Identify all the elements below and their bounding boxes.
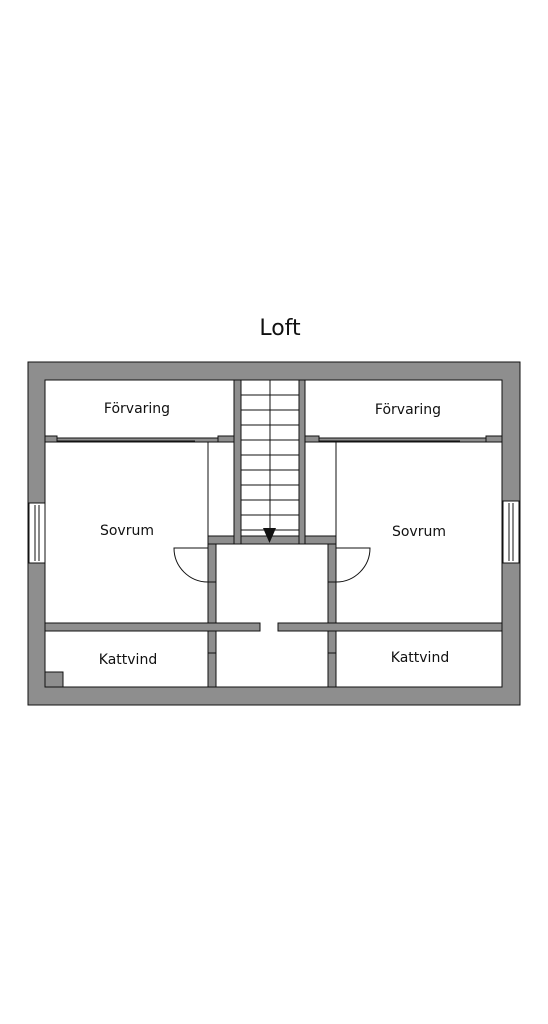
storage-right-floor	[304, 379, 503, 439]
room-label-attic-right: Kattvind	[391, 650, 449, 666]
stair-wall-left	[233, 379, 242, 545]
storage-left-floor	[44, 379, 235, 439]
room-label-attic-left: Kattvind	[99, 652, 157, 668]
storage-wall-right-b	[485, 435, 503, 443]
bedroom-right-floor	[335, 441, 503, 624]
room-label-bedroom-right: Sovrum	[392, 524, 446, 540]
attic-door-jamb-right	[327, 630, 337, 654]
interior-walls	[44, 379, 503, 688]
hall-wall-top-left	[207, 535, 235, 545]
room-label-bedroom-left: Sovrum	[100, 523, 154, 539]
plan-title: Loft	[259, 316, 301, 341]
room-label-storage-left: Förvaring	[104, 401, 170, 417]
attic-left-notch	[44, 671, 64, 688]
room-floors	[44, 379, 503, 688]
hall-floor	[215, 543, 329, 688]
wardrobe-sliding-doors	[57, 437, 486, 442]
attic-door-jamb-left	[207, 630, 217, 654]
window-left	[28, 502, 46, 564]
bedroom-left-floor	[44, 441, 209, 624]
attic-wall-left	[44, 622, 261, 632]
bedroom-doors	[173, 547, 371, 583]
attic-right-floor	[335, 630, 503, 688]
windows	[28, 500, 520, 564]
stairs-down-arrow-icon	[263, 528, 276, 543]
door-swing-right	[335, 547, 371, 583]
attic-wall-right	[277, 622, 503, 632]
storage-wall-right-a	[304, 435, 320, 443]
bedroom-left-nook	[207, 441, 235, 537]
stairs	[241, 380, 299, 543]
storage-wall-left-b	[217, 435, 235, 443]
hall-wall-top-right	[304, 535, 337, 545]
stair-wall-right	[298, 379, 306, 545]
storage-wall-left-a	[44, 435, 58, 443]
door-swing-left	[173, 547, 209, 583]
room-label-storage-right: Förvaring	[375, 402, 441, 418]
window-right	[502, 500, 520, 564]
attic-left-floor	[44, 630, 209, 688]
bedroom-right-nook	[304, 441, 337, 537]
